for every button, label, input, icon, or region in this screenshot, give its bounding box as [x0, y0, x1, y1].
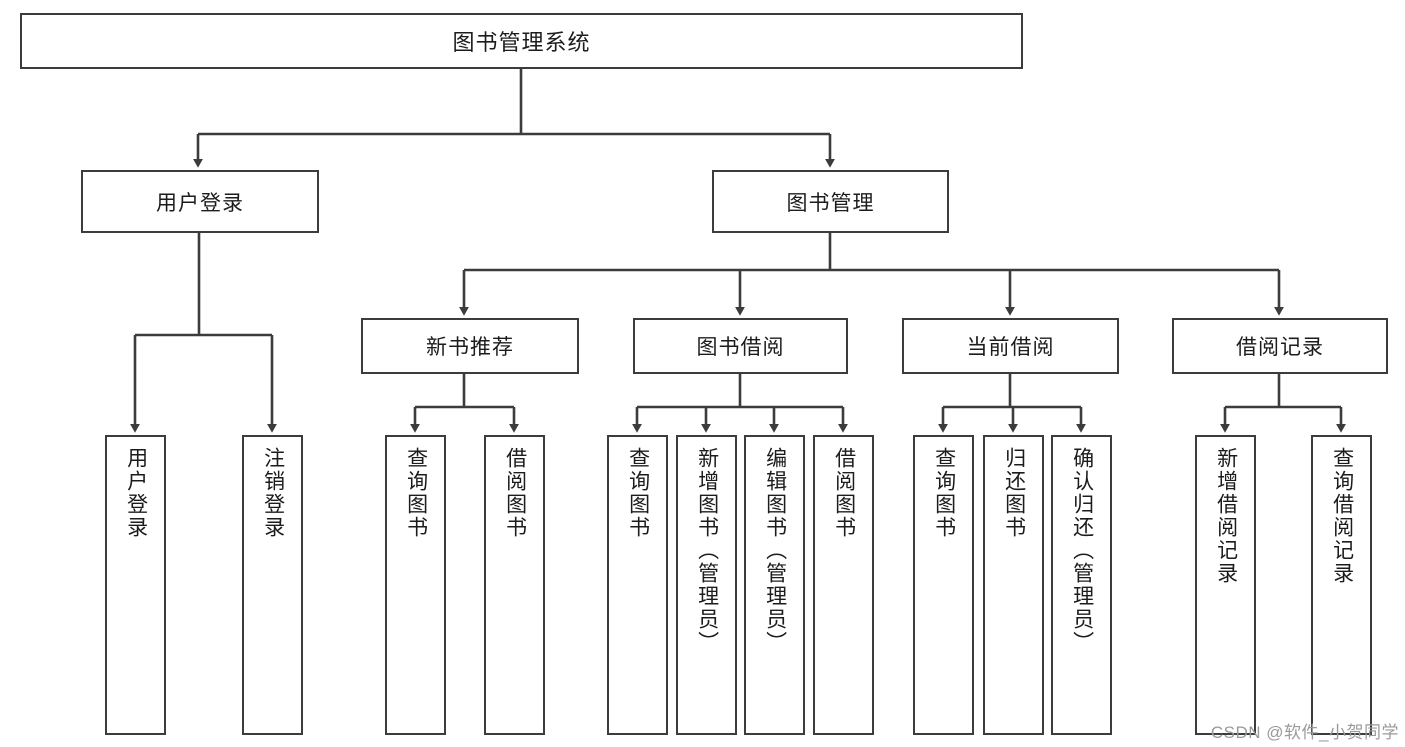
node-book-borrow-label: 图书借阅: [696, 336, 785, 359]
leaf-return-book[interactable]: 归还图书: [983, 435, 1044, 735]
leaf-query-borrow-record[interactable]: 查询借阅记录: [1311, 435, 1372, 735]
leaf-confirm-return-admin[interactable]: 确认归还（管理员）: [1051, 435, 1112, 735]
node-user-login[interactable]: 用户登录: [81, 170, 319, 233]
leaf-label: 新增图书（管理员）: [695, 447, 719, 654]
node-current-borrow[interactable]: 当前借阅: [902, 318, 1119, 374]
watermark: CSDN @软件_小贺同学: [1210, 723, 1399, 742]
node-new-book-recommend[interactable]: 新书推荐: [361, 318, 579, 374]
leaf-label: 用户登录: [124, 447, 148, 539]
leaf-label: 编辑图书（管理员）: [763, 447, 787, 654]
node-user-login-label: 用户登录: [156, 191, 244, 215]
leaf-add-book-admin[interactable]: 新增图书（管理员）: [676, 435, 737, 735]
leaf-add-borrow-record[interactable]: 新增借阅记录: [1195, 435, 1256, 735]
leaf-label: 确认归还（管理员）: [1070, 447, 1094, 654]
node-current-borrow-label: 当前借阅: [966, 336, 1055, 359]
leaf-label: 查询借阅记录: [1330, 447, 1354, 585]
leaf-label: 查询图书: [626, 447, 650, 539]
node-new-book-recommend-label: 新书推荐: [426, 336, 514, 359]
node-book-management[interactable]: 图书管理: [712, 170, 949, 233]
leaf-user-login[interactable]: 用户登录: [105, 435, 166, 735]
leaf-query-books-new[interactable]: 查询图书: [385, 435, 446, 735]
leaf-label: 借阅图书: [503, 447, 527, 539]
leaf-label: 新增借阅记录: [1214, 447, 1238, 585]
leaf-borrow-books-new[interactable]: 借阅图书: [484, 435, 545, 735]
node-book-management-label: 图书管理: [786, 191, 875, 215]
leaf-label: 归还图书: [1002, 447, 1026, 539]
node-borrow-records[interactable]: 借阅记录: [1172, 318, 1388, 374]
leaf-label: 查询图书: [404, 447, 428, 539]
node-borrow-records-label: 借阅记录: [1236, 336, 1324, 359]
node-root-label: 图书管理系统: [452, 30, 591, 55]
leaf-edit-book-admin[interactable]: 编辑图书（管理员）: [744, 435, 805, 735]
leaf-label: 查询图书: [932, 447, 956, 539]
leaf-label: 借阅图书: [832, 447, 856, 539]
leaf-borrow-book[interactable]: 借阅图书: [813, 435, 874, 735]
leaf-label: 注销登录: [261, 447, 285, 539]
node-book-borrow[interactable]: 图书借阅: [633, 318, 848, 374]
leaf-user-logout[interactable]: 注销登录: [242, 435, 303, 735]
leaf-query-books-borrow[interactable]: 查询图书: [607, 435, 668, 735]
node-root[interactable]: 图书管理系统: [20, 13, 1023, 69]
leaf-query-books-current[interactable]: 查询图书: [913, 435, 974, 735]
